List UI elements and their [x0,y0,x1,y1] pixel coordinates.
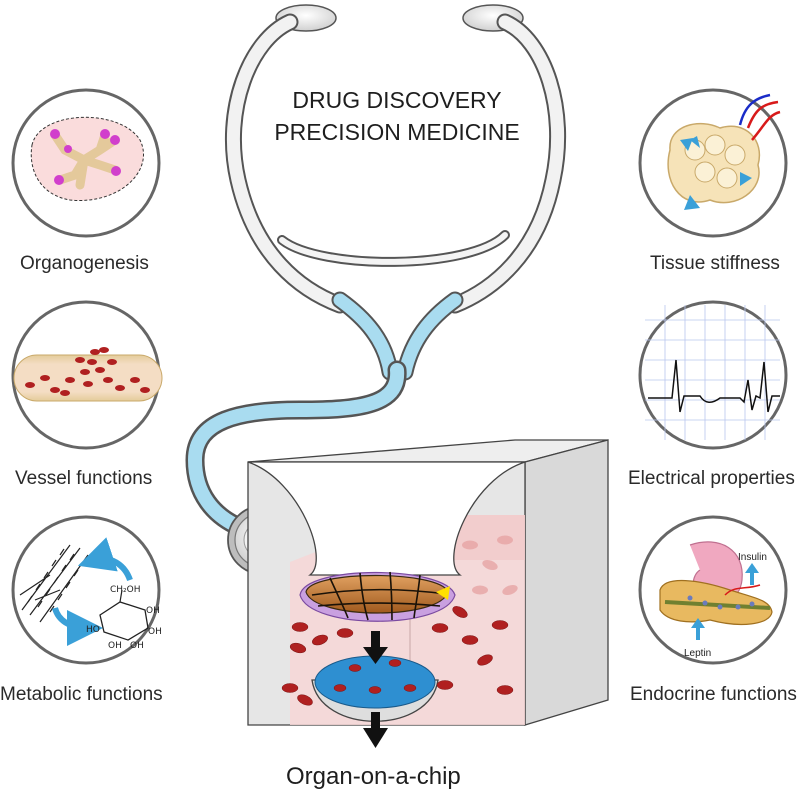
leptin-arrow [691,618,705,640]
organ-on-a-chip-caption: Organ-on-a-chip [286,763,461,790]
organogenesis-panel [11,88,161,238]
main-title: DRUG DISCOVERY PRECISION MEDICINE [262,84,532,148]
flow-arrow-2 [363,712,388,748]
glucose-oh-2: OH [130,641,144,651]
chip-funnel [247,461,526,576]
brain-tissue [299,571,456,622]
endocrine-functions-label: Endocrine functions [630,684,797,705]
metabolic-panel [11,515,161,665]
glucose-ch2oh-label: CH₂OH [110,585,141,595]
glycogen-icon [19,544,89,623]
flow-arrow-1 [363,631,388,664]
ecg-grid [645,305,780,440]
glucose-ho-label: HO [86,625,100,635]
glucose-oh-label: OH [146,606,160,616]
endocrine-panel [638,515,788,665]
chip-right-face [524,439,609,726]
insulin-arrow [745,563,759,585]
leptin-label: Leptin [684,648,711,659]
organoid-icon [30,116,144,201]
metabolic-functions-label: Metabolic functions [0,684,163,705]
microfluidic-chip [247,439,609,748]
alveoli-icon [667,93,781,210]
cycle-arrow-bottom [52,607,103,646]
glucose-oh-1: OH [108,641,122,651]
insulin-label: Insulin [738,552,767,563]
glucose-oh-3: OH [148,627,162,637]
red-blood-cells [281,606,514,706]
title-line-2: PRECISION MEDICINE [274,119,520,145]
blood-vessel-icon [13,347,163,402]
ecg-trace-icon [648,359,780,413]
organogenesis-label: Organogenesis [20,253,149,274]
tension-spring [277,230,510,267]
electrical-properties-label: Electrical properties [628,468,795,489]
electrical-panel [638,300,788,450]
cycle-arrow-top [77,537,133,582]
title-line-1: DRUG DISCOVERY [292,87,502,113]
vessel-panel [11,300,163,450]
glucose-molecule-icon [99,589,149,641]
stiffness-panel [638,88,788,238]
tissue-stiffness-label: Tissue stiffness [650,253,780,274]
pancreas-icon [659,541,773,640]
blue-medium [314,655,436,709]
vessel-functions-label: Vessel functions [15,468,153,489]
